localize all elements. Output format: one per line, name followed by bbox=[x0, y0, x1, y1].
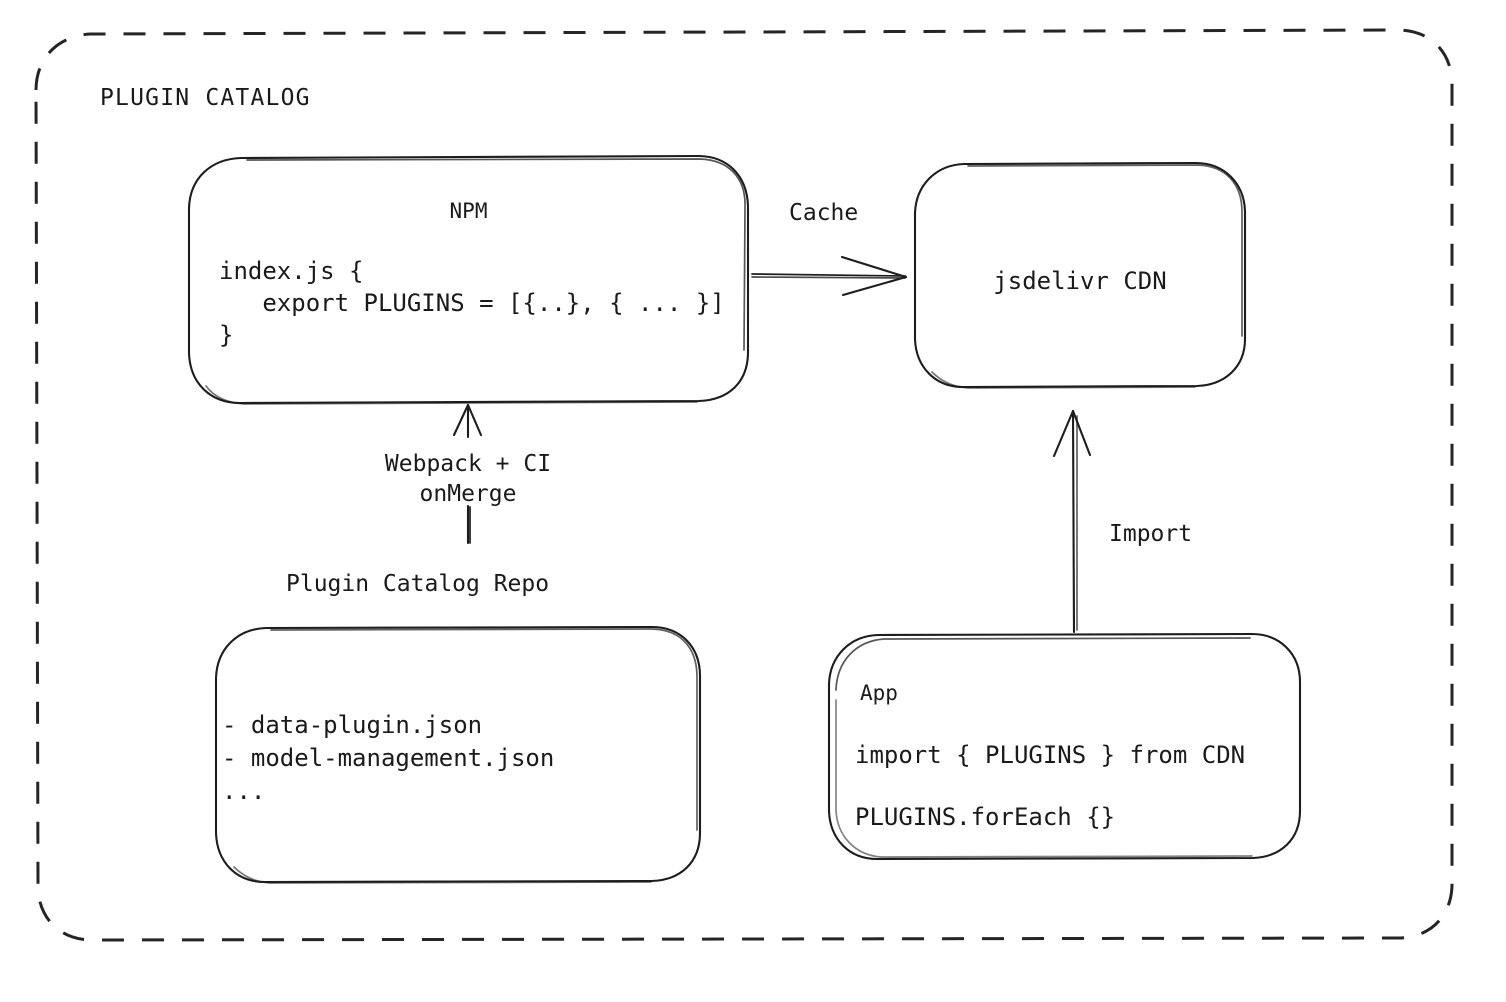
node-repo-file-1: - data-plugin.json bbox=[222, 711, 483, 739]
edge-repo-to-npm-arrow bbox=[452, 403, 483, 545]
boundary-dashed-rect bbox=[34, 28, 1454, 942]
edge-webpack-ci-label-line2: onMerge bbox=[419, 481, 517, 507]
node-npm-code-line-1: index.js { bbox=[219, 257, 364, 285]
node-repo-shape[interactable] bbox=[214, 625, 702, 884]
edge-npm-to-cdn-arrow bbox=[751, 255, 908, 297]
node-app-shape[interactable] bbox=[827, 632, 1302, 861]
node-app-code-line-1: import { PLUGINS } from CDN bbox=[855, 741, 1246, 769]
node-cdn-title: jsdelivr CDN bbox=[993, 267, 1167, 295]
edge-import-label: Import bbox=[1109, 521, 1193, 547]
node-app-title: App bbox=[860, 681, 898, 705]
edge-webpack-ci-label-line1: Webpack + CI bbox=[384, 451, 552, 477]
node-npm-shape[interactable] bbox=[187, 154, 750, 405]
node-app-code-line-2: PLUGINS.forEach {} bbox=[855, 803, 1116, 831]
node-repo-file-2: - model-management.json bbox=[222, 744, 555, 772]
edge-app-to-cdn-arrow bbox=[1052, 409, 1092, 634]
boundary-title: PLUGIN CATALOG bbox=[100, 85, 311, 111]
node-npm-code-line-3: } bbox=[219, 321, 234, 349]
node-cdn-shape[interactable] bbox=[913, 161, 1247, 389]
node-repo-file-3: ... bbox=[222, 777, 266, 805]
node-npm-title: NPM bbox=[449, 199, 488, 223]
node-repo-caption: Plugin Catalog Repo bbox=[286, 571, 550, 597]
edge-cache-label: Cache bbox=[789, 200, 859, 226]
node-npm-code-line-2: export PLUGINS = [{..}, { ... }] bbox=[219, 289, 725, 317]
